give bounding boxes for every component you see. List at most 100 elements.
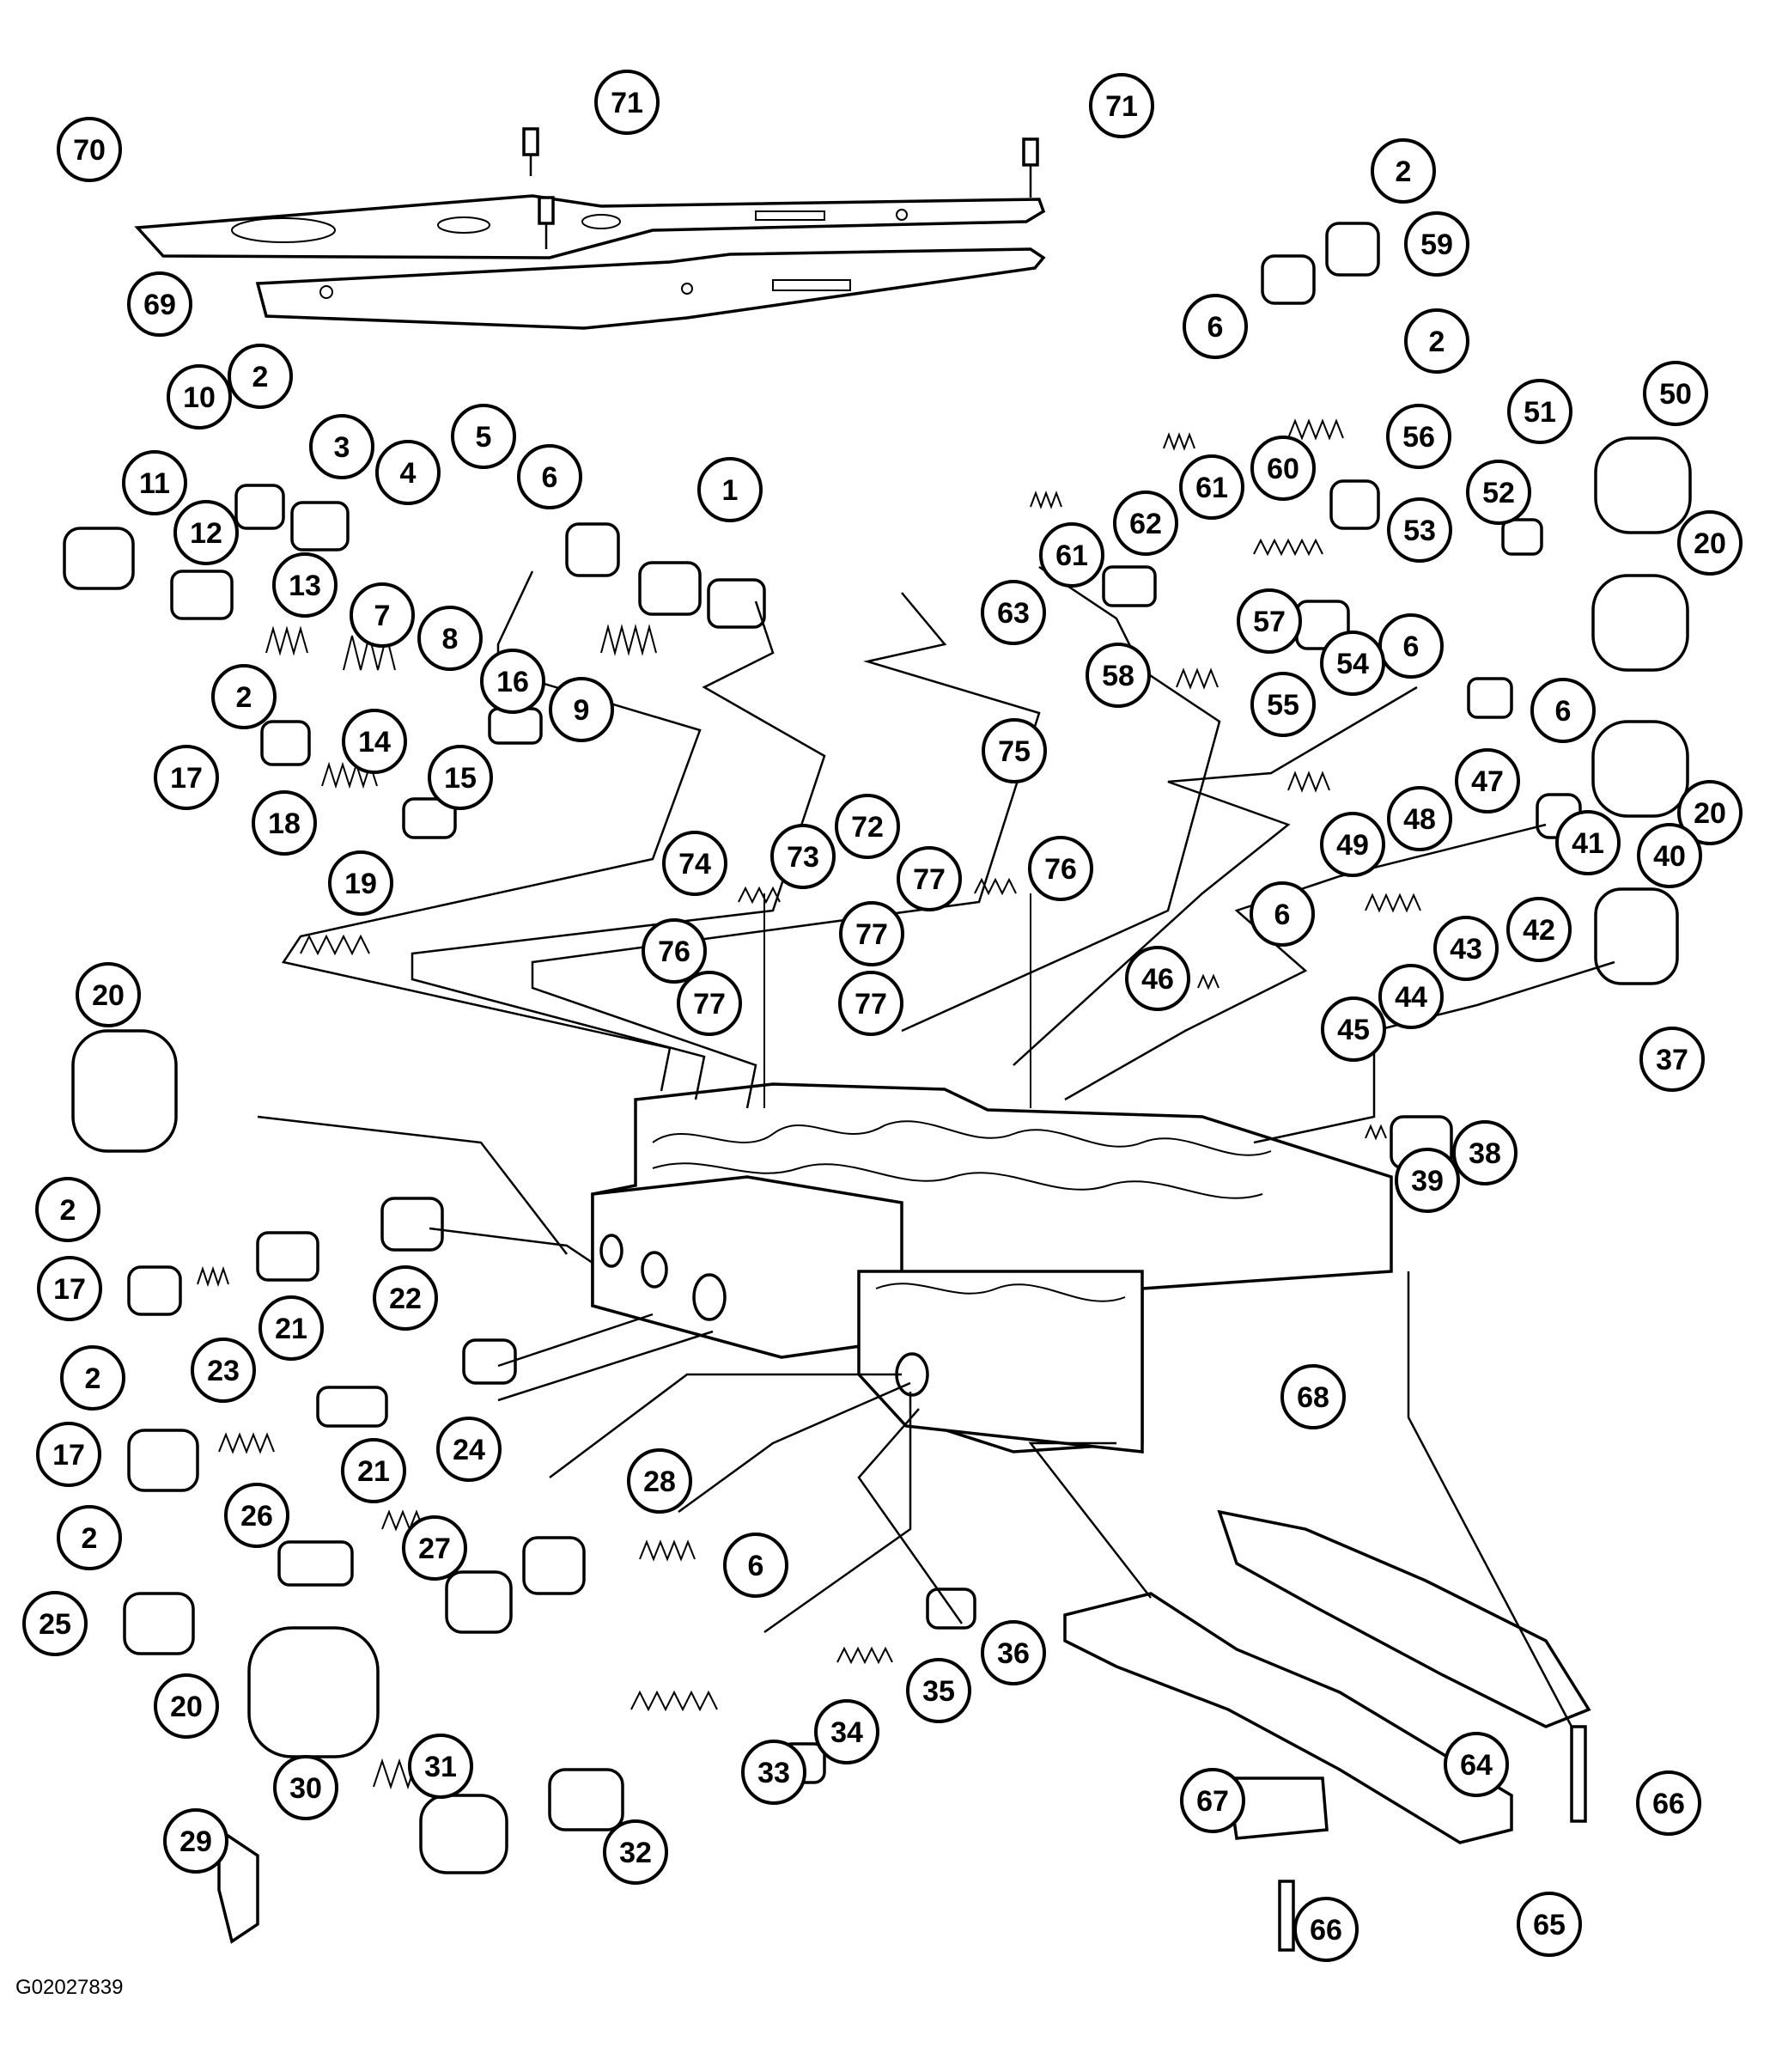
- callout-label: 20: [1694, 797, 1726, 830]
- callout-label: 12: [190, 517, 222, 550]
- callout-label: 2: [85, 1362, 101, 1395]
- callout-label: 35: [922, 1675, 955, 1708]
- callout-39: 39: [1395, 1148, 1460, 1213]
- valve-parts: [63, 222, 1692, 1952]
- callout-label: 57: [1253, 606, 1286, 638]
- callout-label: 71: [611, 87, 643, 119]
- callout-label: 39: [1411, 1165, 1444, 1197]
- callout-label: 41: [1572, 827, 1604, 860]
- callout-label: 21: [357, 1455, 390, 1488]
- callout-10: 10: [167, 364, 232, 430]
- callout-label: 59: [1420, 229, 1453, 261]
- separator-plate: [134, 194, 1046, 259]
- callout-label: 2: [1396, 155, 1412, 188]
- callout-label: 58: [1102, 660, 1134, 692]
- callout-6: 6: [517, 444, 582, 509]
- callout-42: 42: [1506, 897, 1572, 962]
- callout-4: 4: [375, 440, 441, 505]
- callout-37: 37: [1639, 1027, 1705, 1092]
- callout-67: 67: [1180, 1768, 1245, 1833]
- callout-24: 24: [436, 1417, 502, 1482]
- callout-51: 51: [1507, 379, 1572, 444]
- callout-label: 23: [207, 1355, 240, 1387]
- callout-label: 44: [1395, 981, 1427, 1014]
- callout-label: 60: [1267, 453, 1299, 485]
- callout-label: 62: [1129, 508, 1162, 540]
- callout-73: 73: [770, 824, 836, 889]
- callout-61: 61: [1039, 522, 1104, 588]
- callout-label: 47: [1471, 765, 1504, 798]
- callout-label: 28: [643, 1466, 676, 1498]
- callout-label: 43: [1450, 933, 1482, 966]
- callout-70: 70: [57, 117, 122, 182]
- callout-38: 38: [1452, 1120, 1518, 1185]
- callout-label: 65: [1533, 1909, 1566, 1941]
- callout-6: 6: [1530, 678, 1596, 743]
- callout-label: 73: [787, 841, 819, 874]
- callout-52: 52: [1466, 460, 1531, 525]
- callout-6: 6: [1250, 881, 1315, 947]
- callout-27: 27: [402, 1515, 467, 1581]
- callout-label: 4: [400, 457, 417, 490]
- callout-55: 55: [1250, 672, 1316, 737]
- callout-label: 53: [1403, 515, 1436, 547]
- callout-label: 13: [289, 570, 321, 602]
- callout-label: 11: [139, 467, 170, 500]
- callout-label: 6: [542, 461, 558, 494]
- callout-12: 12: [173, 500, 239, 565]
- callout-label: 3: [334, 431, 350, 464]
- callout-66: 66: [1636, 1770, 1701, 1836]
- callout-59: 59: [1404, 211, 1469, 277]
- callout-label: 54: [1336, 648, 1369, 680]
- callout-label: 2: [60, 1194, 76, 1227]
- callout-2: 2: [57, 1505, 122, 1570]
- callout-23: 23: [191, 1338, 256, 1403]
- callout-2: 2: [35, 1177, 100, 1242]
- callout-14: 14: [342, 709, 407, 774]
- callout-2: 2: [1371, 138, 1436, 204]
- callout-label: 77: [855, 918, 888, 951]
- callout-label: 76: [1044, 853, 1077, 886]
- callout-label: 36: [997, 1637, 1030, 1670]
- callout-45: 45: [1321, 996, 1386, 1062]
- callout-31: 31: [408, 1734, 473, 1799]
- callout-label: 64: [1460, 1749, 1493, 1782]
- callout-label: 18: [268, 807, 301, 840]
- callout-label: 68: [1297, 1381, 1329, 1414]
- callout-label: 22: [389, 1283, 422, 1315]
- callout-label: 2: [236, 681, 252, 714]
- callout-21: 21: [259, 1295, 324, 1361]
- callout-30: 30: [273, 1755, 338, 1820]
- callout-63: 63: [981, 580, 1046, 645]
- callout-58: 58: [1086, 643, 1151, 708]
- callout-label: 42: [1523, 914, 1555, 947]
- callout-20: 20: [1677, 780, 1743, 845]
- callout-label: 17: [170, 762, 203, 795]
- callout-2: 2: [1404, 308, 1469, 374]
- callout-label: 71: [1105, 90, 1138, 123]
- callout-2: 2: [211, 664, 277, 729]
- callout-74: 74: [662, 831, 727, 896]
- callout-label: 25: [39, 1608, 71, 1641]
- callout-label: 74: [678, 848, 711, 881]
- callout-label: 77: [913, 863, 946, 896]
- callout-50: 50: [1643, 361, 1708, 426]
- callout-label: 15: [444, 762, 477, 795]
- callout-label: 50: [1659, 378, 1692, 411]
- callout-label: 69: [143, 289, 176, 321]
- callout-label: 61: [1055, 539, 1088, 572]
- callout-label: 66: [1310, 1914, 1342, 1947]
- callout-20: 20: [1677, 510, 1743, 576]
- callout-label: 21: [275, 1313, 307, 1345]
- callout-22: 22: [373, 1265, 438, 1331]
- callout-label: 14: [358, 726, 391, 759]
- callout-40: 40: [1637, 823, 1702, 888]
- callout-68: 68: [1280, 1364, 1346, 1429]
- callout-label: 20: [170, 1691, 203, 1723]
- callout-label: 24: [453, 1434, 485, 1466]
- callout-57: 57: [1237, 588, 1302, 654]
- callout-label: 30: [289, 1772, 322, 1805]
- callout-26: 26: [224, 1483, 289, 1548]
- callout-label: 66: [1652, 1788, 1685, 1820]
